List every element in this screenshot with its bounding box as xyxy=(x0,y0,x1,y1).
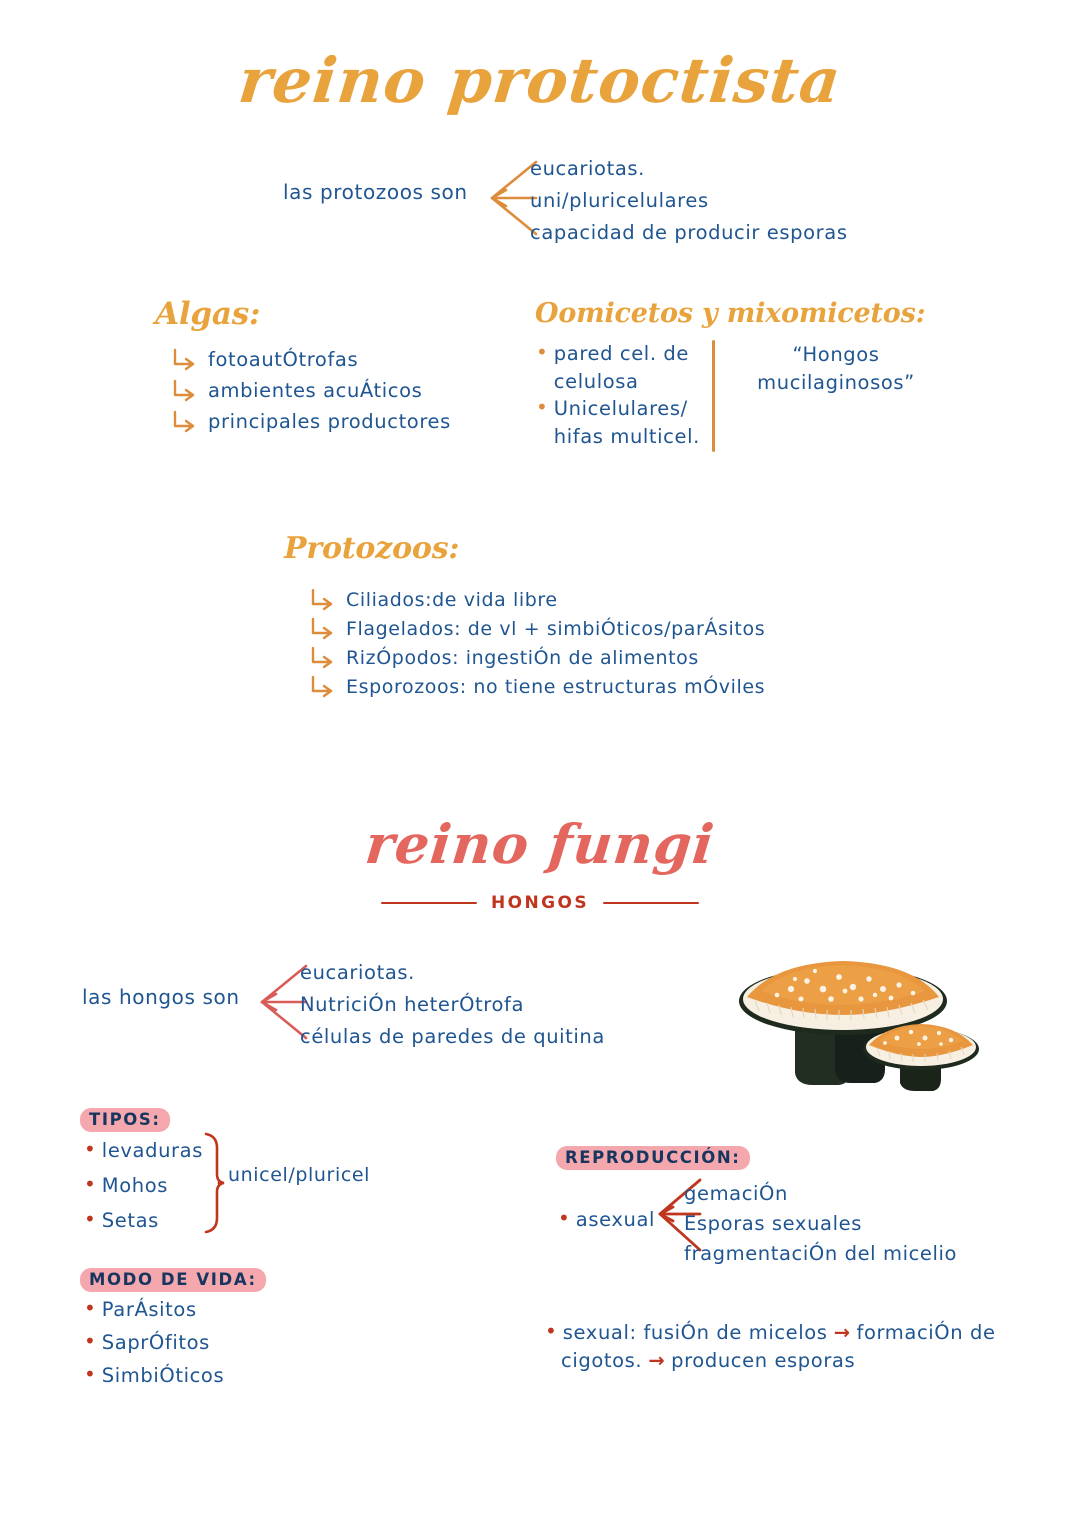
oomicetos-left-list: • pared cel. de celulosa • Unicelulares/… xyxy=(536,340,716,451)
reproduccion-asexual-row: • asexual xyxy=(558,1206,655,1234)
sexual-line-2: cigotos. → producen esporas xyxy=(561,1347,1045,1375)
corner-arrow-icon xyxy=(311,675,333,697)
modo-de-vida-list: • ParÁsitos • SaprÓfitos • SimbiÓticos xyxy=(84,1296,224,1395)
list-item-label: levaduras xyxy=(101,1139,203,1162)
bullet-icon: • xyxy=(545,1319,557,1343)
list-item-label: Setas xyxy=(101,1209,159,1232)
protozoos-list: Ciliados:de vida libre Flagelados: de vl… xyxy=(310,586,765,702)
bullet-icon: • xyxy=(84,1296,96,1320)
bullet-icon: • xyxy=(536,395,548,420)
list-item-label: principales productores xyxy=(208,409,451,433)
protozoos-statement-list: eucariotas. uni/pluricelulares capacidad… xyxy=(530,155,848,251)
bullet-icon: • xyxy=(84,1207,96,1231)
list-item-label: Unicelulares/ hifas multicel. xyxy=(553,397,700,449)
corner-arrow-icon xyxy=(311,646,333,668)
corner-arrow-icon xyxy=(311,617,333,639)
corner-arrow-icon xyxy=(311,588,333,610)
list-item: Esporozoos: no tiene estructuras mÓviles xyxy=(310,673,765,702)
list-item: eucariotas. xyxy=(530,157,645,180)
list-item-label: fotoautÓtrofas xyxy=(208,347,359,371)
tipos-note: unicel/pluricel xyxy=(228,1164,371,1186)
heading-algas: Algas: xyxy=(155,296,261,332)
reproduccion-label: REPRODUCCIÓN: xyxy=(556,1146,750,1170)
list-item-label: SimbiÓticos xyxy=(101,1364,225,1387)
list-item-label: Esporozoos: no tiene estructuras mÓviles xyxy=(346,676,766,699)
reproduccion-asexual-list: gemaciÓn Esporas sexuales fragmentaciÓn … xyxy=(684,1180,957,1270)
asexual-label: asexual xyxy=(575,1208,656,1231)
list-item: principales productores xyxy=(172,406,451,437)
list-item: gemaciÓn xyxy=(684,1182,788,1205)
page-title-protoctista: reino protoctista xyxy=(235,44,845,117)
bullet-icon: • xyxy=(84,1362,96,1386)
list-item: Esporas sexuales xyxy=(684,1212,862,1235)
heading-protozoos: Protozoos: xyxy=(284,531,460,566)
mushroom-illustration-icon xyxy=(739,961,979,1091)
bullet-icon: • xyxy=(84,1172,96,1196)
corner-arrow-icon xyxy=(173,410,195,432)
list-item: • Setas xyxy=(84,1207,203,1242)
list-item: capacidad de producir esporas xyxy=(530,221,848,244)
bullet-icon: • xyxy=(84,1137,96,1161)
sexual-line-1: • sexual: fusiÓn de micelos → formaciÓn … xyxy=(545,1319,1045,1347)
list-item: • SimbiÓticos xyxy=(84,1362,224,1395)
sexual-text-b: formaciÓn de xyxy=(856,1321,996,1344)
list-item: eucariotas. xyxy=(300,961,415,984)
red-bracket-icon xyxy=(658,1178,702,1252)
corner-arrow-icon xyxy=(173,379,195,401)
list-item-label: SaprÓfitos xyxy=(101,1331,210,1354)
list-item: • Unicelulares/ hifas multicel. xyxy=(536,395,716,450)
list-item: • levaduras xyxy=(84,1137,203,1172)
list-item: • Mohos xyxy=(84,1172,203,1207)
tipos-label: TIPOS: xyxy=(80,1108,170,1132)
sexual-text-a: sexual: fusiÓn de micelos xyxy=(562,1321,828,1344)
list-item-label: Mohos xyxy=(101,1174,169,1197)
reproduccion-label-pill: REPRODUCCIÓN: xyxy=(556,1146,750,1170)
list-item: fragmentaciÓn del micelio xyxy=(684,1242,958,1265)
modo-de-vida-label: MODO DE VIDA: xyxy=(80,1268,266,1292)
corner-arrow-icon xyxy=(173,348,195,370)
page-title-fungi: reino fungi xyxy=(362,812,718,876)
list-item: • ParÁsitos xyxy=(84,1296,224,1329)
list-item: RizÓpodos: ingestiÓn de alimentos xyxy=(310,644,765,673)
sexual-text-d: producen esporas xyxy=(671,1348,856,1372)
list-item-label: pared cel. de celulosa xyxy=(553,342,689,393)
hongos-subtitle: HONGOS xyxy=(491,893,589,913)
list-item-label: RizÓpodos: ingestiÓn de alimentos xyxy=(346,647,699,670)
protozoos-statement-label: las protozoos son xyxy=(283,180,468,204)
list-item: fotoautÓtrofas xyxy=(172,344,451,375)
reproduccion-sexual-block: • sexual: fusiÓn de micelos → formaciÓn … xyxy=(545,1319,1045,1374)
hongos-subtitle-row: HONGOS xyxy=(0,893,1080,913)
list-item-label: ParÁsitos xyxy=(101,1298,197,1321)
arrow-right-icon: → xyxy=(833,1321,851,1344)
sexual-text-c: cigotos. xyxy=(561,1348,643,1372)
list-item: células de paredes de quitina xyxy=(300,1025,605,1048)
list-item-label: Flagelados: de vl + simbiÓticos/parÁsito… xyxy=(346,618,766,641)
list-item-label: ambientes acuÁticos xyxy=(208,378,423,402)
bullet-icon: • xyxy=(84,1329,96,1353)
curly-brace-icon xyxy=(204,1132,225,1234)
bullet-icon: • xyxy=(558,1206,570,1230)
divider-line-right xyxy=(602,901,699,905)
modo-de-vida-label-pill: MODO DE VIDA: xyxy=(80,1268,266,1292)
bullet-icon: • xyxy=(536,340,548,364)
oomicetos-note: “Hongos mucilaginosos” xyxy=(757,343,915,394)
algas-list: fotoautÓtrofas ambientes acuÁticos princ… xyxy=(172,344,451,437)
divider-line-left xyxy=(381,901,478,905)
arrow-right-icon: → xyxy=(648,1348,666,1372)
list-item: Flagelados: de vl + simbiÓticos/parÁsito… xyxy=(310,615,765,644)
tipos-list: • levaduras • Mohos • Setas xyxy=(84,1137,203,1242)
list-item: Ciliados:de vida libre xyxy=(310,586,765,615)
hongos-statement-list: eucariotas. NutriciÓn heterÓtrofa célula… xyxy=(300,959,605,1055)
heading-oomicetos: Oomicetos y mixomicetos: xyxy=(535,298,926,329)
list-item: • SaprÓfitos xyxy=(84,1329,224,1362)
hongos-statement-label: las hongos son xyxy=(82,985,240,1009)
vertical-divider xyxy=(712,340,715,452)
list-item: ambientes acuÁticos xyxy=(172,375,451,406)
tipos-label-pill: TIPOS: xyxy=(80,1108,170,1132)
list-item: uni/pluricelulares xyxy=(530,189,709,212)
list-item: • pared cel. de celulosa xyxy=(536,340,716,395)
list-item-label: Ciliados:de vida libre xyxy=(346,589,558,612)
list-item: NutriciÓn heterÓtrofa xyxy=(300,993,525,1016)
